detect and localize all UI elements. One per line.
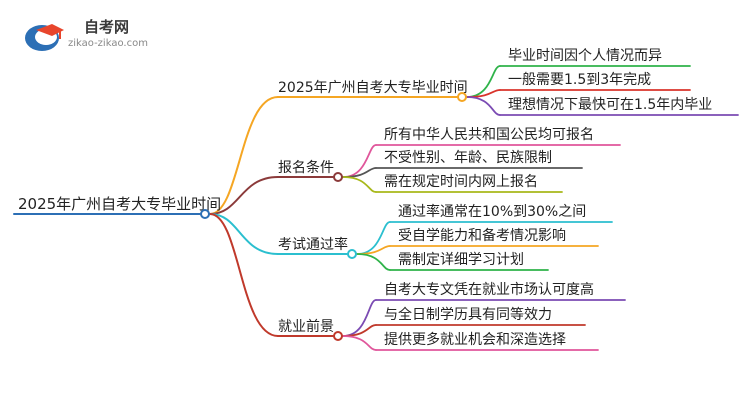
mindmap-edge xyxy=(466,65,501,98)
mindmap-edge xyxy=(342,335,377,351)
branch-graduation-time-label: 2025年广州自考大专毕业时间 xyxy=(278,80,468,96)
leaf-label: 理想情况下最快可在1.5年内毕业 xyxy=(508,97,713,113)
leaf-label: 与全日制学历具有同等效力 xyxy=(384,307,552,323)
branch-registration-label: 报名条件 xyxy=(278,160,334,176)
mindmap-edge xyxy=(342,176,377,193)
leaf-label: 不受性别、年龄、民族限制 xyxy=(384,150,552,166)
branch-pass-rate-node xyxy=(347,249,357,259)
site-logo: 自考网 zikao-zikao.com xyxy=(22,14,152,58)
mindmap-edge xyxy=(342,299,377,337)
leaf-label: 需制定详细学习计划 xyxy=(398,252,524,268)
root-topic-label: 2025年广州自考大专毕业时间 xyxy=(18,195,222,213)
leaf-label: 一般需要1.5到3年完成 xyxy=(508,72,652,88)
leaf-label: 所有中华人民共和国公民均可报名 xyxy=(384,127,594,143)
leaf-label: 受自学能力和备考情况影响 xyxy=(398,228,566,244)
root-node xyxy=(200,209,210,219)
mindmap-edge xyxy=(209,213,279,337)
mindmap-edge xyxy=(209,213,279,255)
branch-career-node xyxy=(333,331,343,341)
leaf-label: 通过率通常在10%到30%之间 xyxy=(398,204,587,220)
mindmap-edge xyxy=(466,96,501,116)
mindmap-edge xyxy=(342,144,377,178)
mindmap-edge xyxy=(356,221,391,255)
leaf-label: 提供更多就业机会和深造选择 xyxy=(384,332,566,348)
branch-career-label: 就业前景 xyxy=(278,319,334,335)
leaf-label: 毕业时间因个人情况而异 xyxy=(508,48,662,64)
leaf-label: 需在规定时间内网上报名 xyxy=(384,174,538,190)
mindmap-edge xyxy=(209,96,279,215)
graduation-cap-logo-icon xyxy=(25,24,64,51)
branch-graduation-time-node xyxy=(457,92,467,102)
mindmap-edge xyxy=(356,253,391,271)
mindmap-edge xyxy=(209,176,279,215)
logo-url-text: zikao-zikao.com xyxy=(68,38,148,49)
branch-registration-node xyxy=(333,172,343,182)
logo-name: 自考网 xyxy=(84,18,130,36)
branch-pass-rate-label: 考试通过率 xyxy=(278,237,348,253)
leaf-label: 自考大专文凭在就业市场认可度高 xyxy=(384,282,594,298)
mindmap-edge xyxy=(342,324,377,337)
